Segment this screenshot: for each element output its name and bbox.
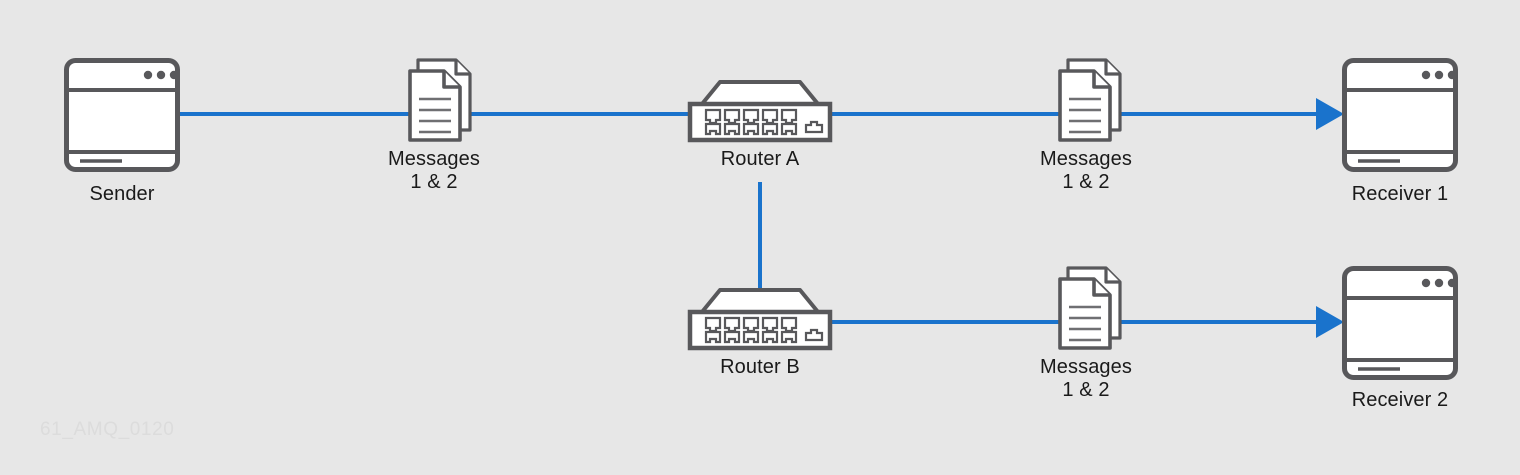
- watermark-text: 61_AMQ_0120: [40, 419, 175, 440]
- messages-sender-to-router-a-icon[interactable]: [406, 56, 474, 144]
- messages-router-b-to-receiver-2-label: Messages 1 & 2: [1040, 356, 1132, 401]
- window-dot: [1447, 278, 1457, 288]
- router-a-icon[interactable]: [686, 78, 834, 144]
- computer-window-icon: [64, 58, 180, 172]
- arrowhead-receiver-2: [1316, 306, 1344, 338]
- window-dot: [143, 70, 153, 80]
- router-b-label: Router B: [720, 356, 800, 378]
- messages-sender-to-router-a-label: Messages 1 & 2: [388, 148, 480, 193]
- documents-stack-icon: [408, 58, 472, 142]
- router-b-icon[interactable]: [686, 286, 834, 352]
- window-dot: [1421, 70, 1431, 80]
- window-dot: [1434, 278, 1444, 288]
- arrowhead-receiver-1: [1316, 98, 1344, 130]
- router-aux-port: [804, 120, 824, 134]
- documents-stack-icon: [1058, 266, 1122, 350]
- messages-router-b-to-receiver-2-icon[interactable]: [1056, 264, 1124, 352]
- messages-router-a-to-receiver-1-label: Messages 1 & 2: [1040, 148, 1132, 193]
- router-ports: [704, 108, 824, 136]
- router-ports: [704, 316, 824, 344]
- documents-stack-icon: [1058, 58, 1122, 142]
- window-dot: [156, 70, 166, 80]
- router-switch-icon: [687, 288, 833, 351]
- sender-label: Sender: [89, 183, 155, 205]
- receiver-2-label: Receiver 2: [1351, 389, 1449, 411]
- receiver-2-icon[interactable]: [1342, 266, 1458, 380]
- router-switch-icon: [687, 80, 833, 143]
- window-dot: [1434, 70, 1444, 80]
- computer-window-icon: [1342, 266, 1458, 380]
- computer-window-icon: [1342, 58, 1458, 172]
- window-dot: [1447, 70, 1457, 80]
- receiver-1-label: Receiver 1: [1351, 183, 1449, 205]
- sender-icon[interactable]: [64, 58, 180, 172]
- receiver-1-icon[interactable]: [1342, 58, 1458, 172]
- window-dot: [1421, 278, 1431, 288]
- router-a-label: Router A: [720, 148, 800, 170]
- window-dot: [169, 70, 179, 80]
- router-aux-port: [804, 328, 824, 342]
- messages-router-a-to-receiver-1-icon[interactable]: [1056, 56, 1124, 144]
